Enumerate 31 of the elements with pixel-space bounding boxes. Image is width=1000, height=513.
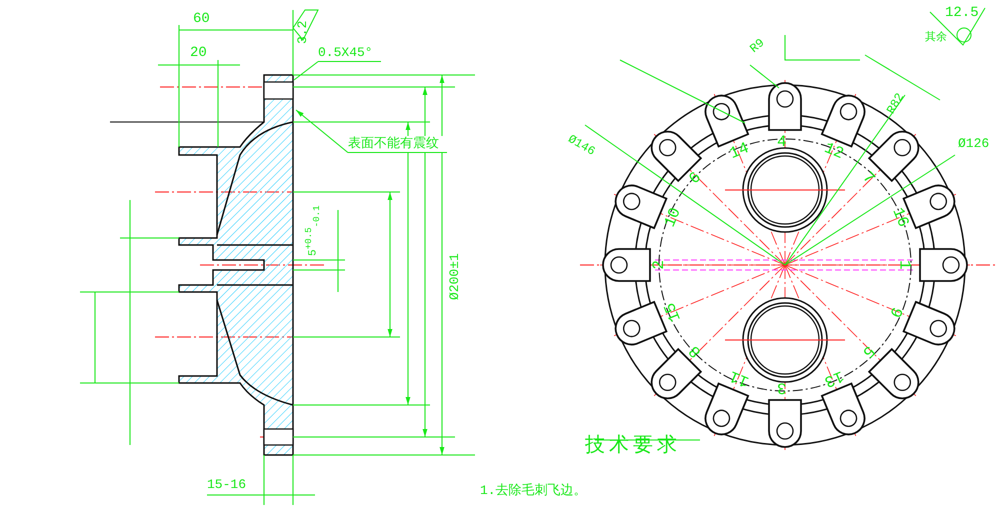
dimension-label: Ø200±1 <box>448 253 462 300</box>
dimension-label: R9 <box>748 36 768 56</box>
hole-number: 5 <box>858 341 878 361</box>
hole-number: 14 <box>728 140 752 164</box>
leader-line <box>296 110 348 154</box>
dimension-label: 60 <box>193 12 210 28</box>
dimension-label: Ø146 <box>565 133 597 159</box>
leader-line <box>294 61 318 80</box>
hole-number: 10 <box>662 206 686 230</box>
hole-number: 4 <box>777 134 787 152</box>
roughness-label: 其余 <box>925 32 947 44</box>
hole-number: 16 <box>888 206 912 230</box>
dimension-label: 20 <box>190 46 207 62</box>
hole-number: 1 <box>895 260 913 270</box>
hole-number: 2 <box>651 260 669 270</box>
note-text: 表面不能有震纹 <box>348 136 447 153</box>
roughness-label: 3.2 <box>296 20 310 44</box>
hole-number: 3 <box>777 378 787 396</box>
note-text: 1.去除毛刺飞边。 <box>480 484 587 498</box>
roughness-label: 12.5 <box>945 6 979 22</box>
dimension-label: 15-16 <box>207 478 246 492</box>
hole-number: 12 <box>821 140 846 164</box>
hole-number: 13 <box>821 366 846 390</box>
hole-number: 8 <box>686 341 706 361</box>
note-text: 0.5X45° <box>318 45 381 62</box>
dimension-label: Ø126 <box>958 137 990 152</box>
hole-number: 9 <box>884 304 904 320</box>
hole-number: 6 <box>686 168 706 188</box>
hole-number: 7 <box>858 168 878 188</box>
hole-number: 15 <box>662 299 686 324</box>
hole-number: 11 <box>728 366 752 390</box>
